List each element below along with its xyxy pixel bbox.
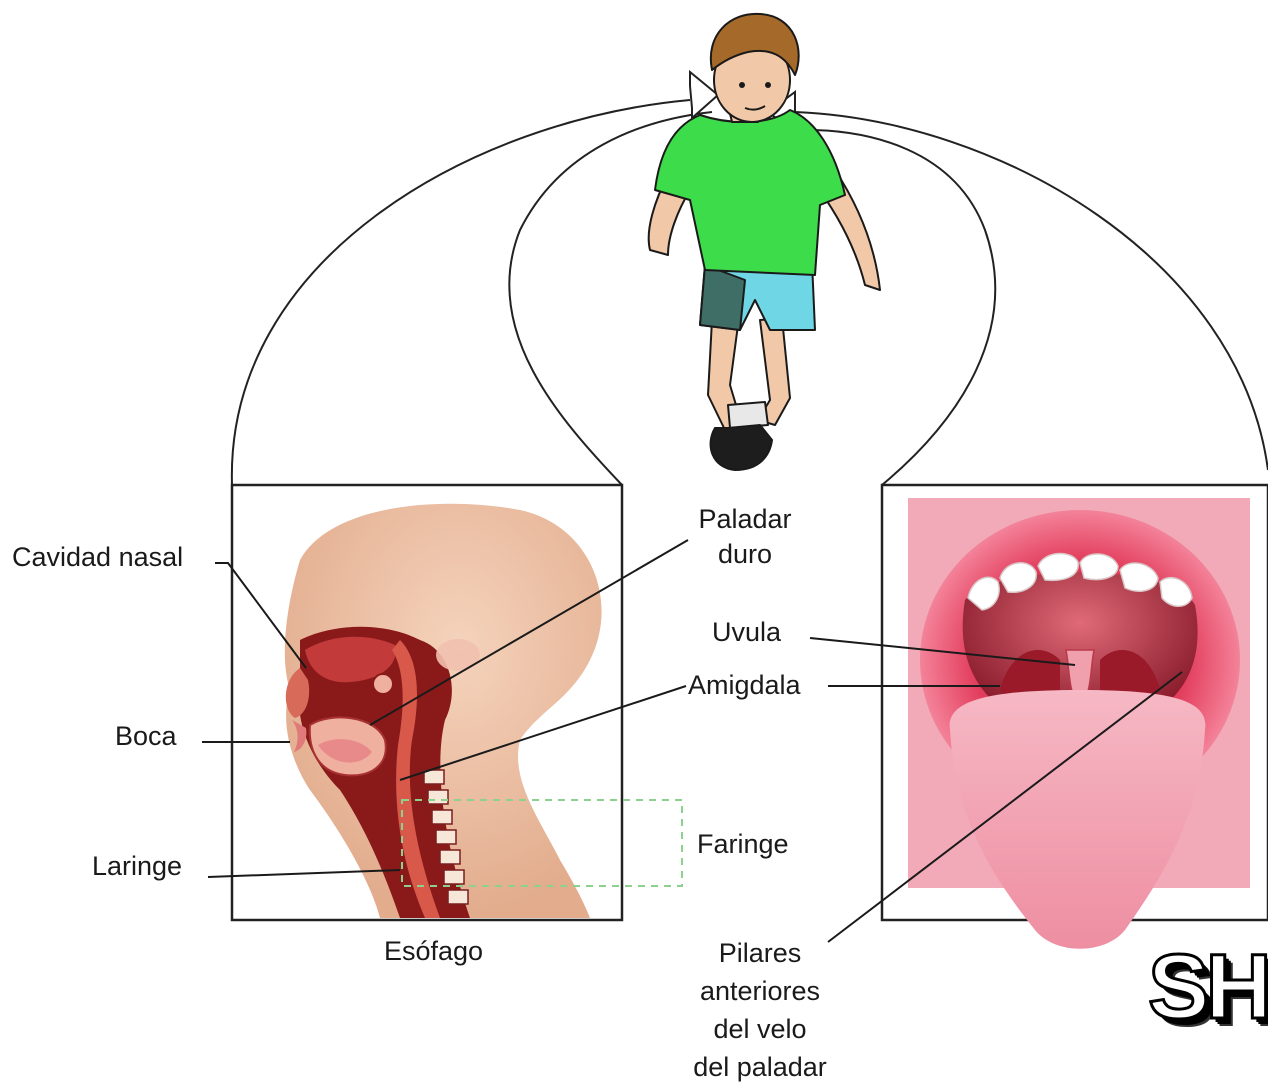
label-uvula: Uvula: [712, 616, 781, 648]
label-faringe: Faringe: [697, 828, 789, 860]
watermark-logo: SH: [1148, 935, 1268, 1040]
right-outer-arrow: [795, 112, 1268, 485]
label-amigdala: Amigdala: [688, 669, 801, 701]
label-paladar-duro-line2: duro: [680, 538, 810, 570]
label-laringe: Laringe: [92, 850, 182, 882]
label-pilares-line1: Pilares: [680, 937, 840, 969]
label-pilares-line3: del velo: [680, 1013, 840, 1045]
label-pilares-line2: anteriores: [680, 975, 840, 1007]
label-boca: Boca: [115, 720, 177, 752]
label-esofago: Esófago: [384, 935, 483, 967]
child-figure: [649, 14, 880, 470]
label-cavidad-nasal: Cavidad nasal: [12, 541, 183, 573]
left-outer-arrow: [232, 100, 712, 485]
label-paladar-duro-line1: Paladar: [680, 503, 810, 535]
label-pilares-line4: del paladar: [680, 1051, 840, 1083]
